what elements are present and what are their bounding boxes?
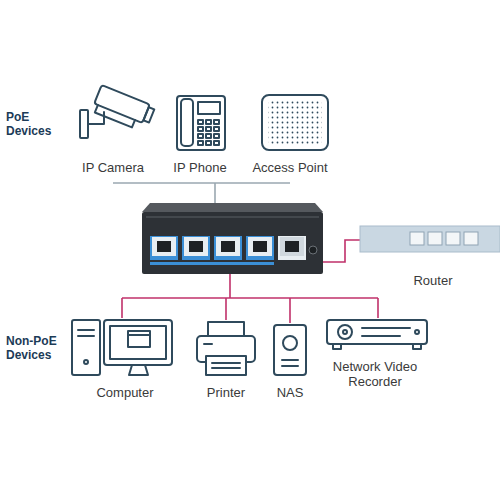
nvr-icon: [327, 320, 427, 349]
computer-icon: [72, 320, 172, 375]
router-node: Router: [383, 222, 483, 288]
device-label: IP Phone: [173, 160, 226, 175]
group-label: Non-PoE Devices: [6, 334, 66, 362]
device-node: IP Camera: [63, 85, 163, 175]
device-node: Computer: [70, 315, 180, 400]
nas-icon: [274, 325, 306, 375]
device-node: NAS: [265, 315, 315, 400]
device-label: NAS: [277, 385, 304, 400]
device-label: IP Camera: [82, 160, 144, 175]
device-label: Access Point: [252, 160, 327, 175]
device-node: IP Phone: [150, 85, 250, 175]
device-node: Access Point: [240, 85, 340, 175]
device-node: Network Video Recorder: [322, 315, 428, 389]
device-label: Router: [413, 273, 452, 288]
phone-icon: [177, 96, 225, 150]
printer-icon: [197, 322, 255, 375]
router-device: [360, 226, 500, 252]
access-point-icon: [262, 95, 328, 150]
device-label: Computer: [96, 385, 153, 400]
camera-icon: [80, 85, 155, 138]
device-node: Printer: [186, 315, 266, 400]
poe-switch: [142, 203, 323, 274]
group-label: PoE Devices: [6, 110, 66, 138]
device-label: Network Video Recorder: [322, 359, 428, 389]
device-label: Printer: [207, 385, 245, 400]
poe-wire: [113, 183, 290, 203]
